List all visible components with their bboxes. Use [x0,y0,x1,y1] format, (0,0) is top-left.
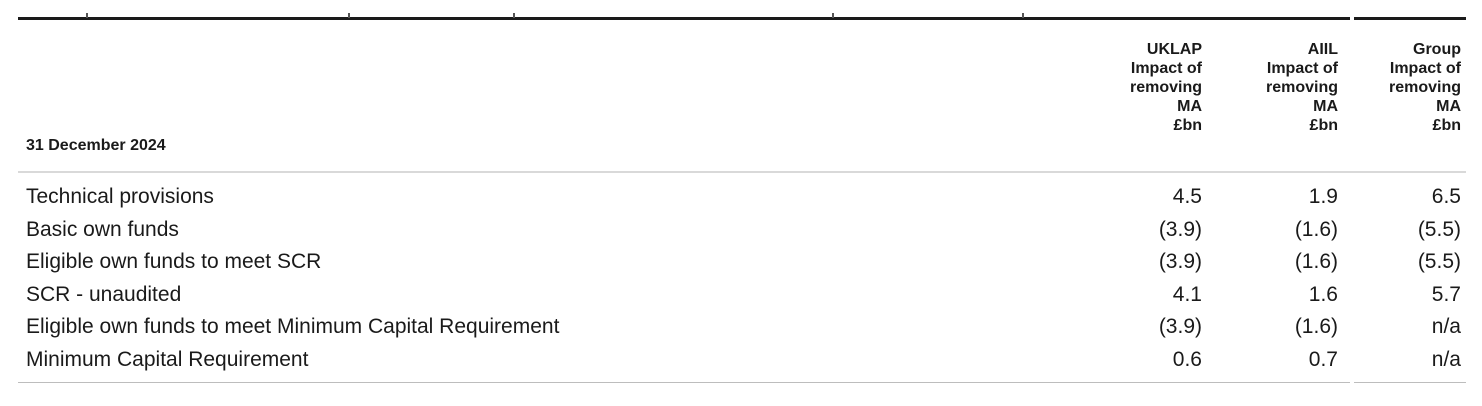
cell-group: (5.5) [1417,217,1461,241]
table-top-rule-group [1354,17,1466,20]
table-row: Eligible own funds to meet Minimum Capit… [0,312,1482,345]
table-top-rule [18,17,1350,20]
cell-uklap: 4.5 [1172,185,1202,208]
table-row: SCR - unaudited 4.1 1.6 5.7 [0,280,1482,313]
cell-uklap: 0.6 [1172,347,1202,371]
cropped-tick [1022,13,1024,18]
table-row: Technical provisions 4.5 1.9 6.5 [0,182,1482,215]
cell-uklap: 4.1 [1172,282,1202,306]
column-header-aiil: AIIL Impact of removing MA £bn [1265,41,1338,134]
cell-uklap: (3.9) [1158,217,1202,241]
cell-group: 6.5 [1431,185,1461,208]
row-label: SCR - unaudited [26,282,182,306]
row-label: Basic own funds [26,217,179,241]
row-label: Eligible own funds to meet Minimum Capit… [26,315,560,339]
cell-aiil: (1.6) [1294,217,1338,241]
table-bottom-rule-group [1354,382,1466,383]
cell-group: n/a [1431,315,1461,339]
row-label: Eligible own funds to meet SCR [26,250,322,274]
cell-group: n/a [1431,347,1461,371]
row-label: Technical provisions [26,185,214,208]
cell-uklap: (3.9) [1158,250,1202,274]
table-body: Technical provisions 4.5 1.9 6.5 Basic o… [0,182,1482,378]
cropped-tick [832,13,834,18]
cell-uklap: (3.9) [1158,315,1202,339]
cell-aiil: 0.7 [1308,347,1338,371]
row-label: Minimum Capital Requirement [26,347,309,371]
cropped-tick [513,13,515,18]
cell-aiil: (1.6) [1294,315,1338,339]
column-header-uklap: UKLAP Impact of removing MA £bn [1129,41,1202,134]
header-divider [18,171,1466,173]
cropped-tick [348,13,350,18]
table-row: Minimum Capital Requirement 0.6 0.7 n/a [0,345,1482,378]
column-header-group: Group Impact of removing MA £bn [1388,41,1461,134]
period-label: 31 December 2024 [26,137,166,154]
cell-aiil: (1.6) [1294,250,1338,274]
table-row: Basic own funds (3.9) (1.6) (5.5) [0,215,1482,248]
table-row: Eligible own funds to meet SCR (3.9) (1.… [0,247,1482,280]
cell-aiil: 1.6 [1308,282,1338,306]
cell-group: (5.5) [1417,250,1461,274]
cell-group: 5.7 [1431,282,1461,306]
table-bottom-rule [18,382,1350,383]
cell-aiil: 1.9 [1308,185,1338,208]
cropped-tick [86,13,88,18]
